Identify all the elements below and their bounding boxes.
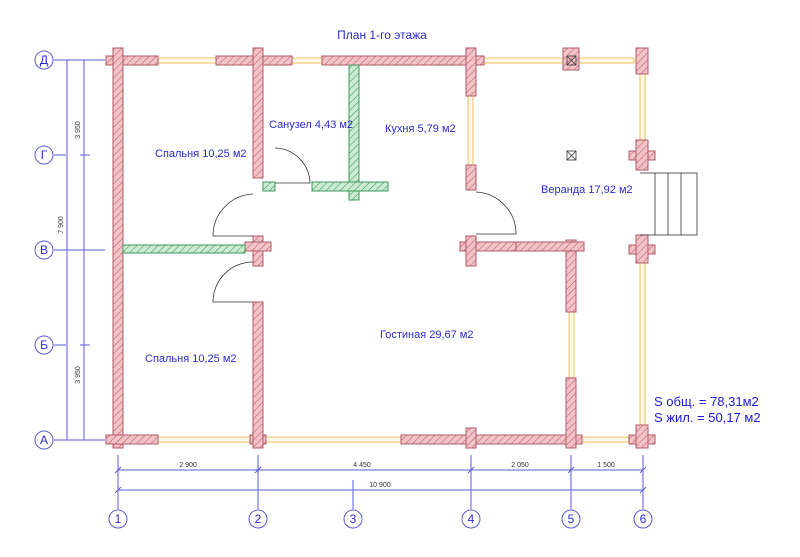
axis-bubble-col-2 (248, 509, 268, 529)
axis-bubble-row-b (34, 335, 54, 355)
wall-bedroom-divider-stub (244, 241, 272, 252)
door-bathroom (274, 147, 311, 184)
post-veranda-right-mid (635, 139, 649, 171)
veranda-stairs (640, 172, 698, 236)
door-bedroom-top (212, 193, 254, 237)
axis-bubble-col-3 (343, 509, 363, 529)
axis-label-row-a: А (40, 433, 48, 447)
plan-title: План 1-го этажа (337, 28, 427, 42)
window-living-right (568, 311, 575, 381)
wall-left (112, 47, 124, 449)
dim-vertical-total: 7 900 (58, 216, 65, 234)
area-living: S жил. = 50,17 м2 (654, 410, 761, 425)
post-markers (566, 55, 577, 161)
wall-living-right (565, 239, 577, 313)
axis-bubble-row-v (34, 240, 54, 260)
wall-col2-top (252, 47, 264, 179)
dim-horizontal-2: 4 450 (353, 462, 371, 469)
axis-bubble-col-1 (108, 509, 128, 529)
dimension-lines-horizontal (117, 455, 644, 500)
axis-bubble-row-d (34, 50, 54, 70)
room-label-bedroom-top: Спальня 10,25 м2 (155, 148, 247, 160)
wall-col4-top (465, 47, 477, 97)
axis-label-row-d: Д (40, 53, 48, 67)
partitions (122, 64, 389, 254)
axis-label-col-1: 1 (115, 512, 122, 526)
windows (157, 57, 646, 443)
door-living-kitchen (475, 191, 517, 235)
axis-label-col-5: 5 (568, 512, 575, 526)
wall-living-top-right (515, 241, 585, 252)
window-bottom-1 (157, 436, 251, 443)
axis-bubble-col-4 (461, 509, 481, 529)
wall-living-right-low (565, 377, 577, 449)
axis-bubble-col-6 (633, 509, 653, 529)
dim-vertical-top: 3 950 (75, 121, 82, 139)
axis-label-col-2: 2 (255, 512, 262, 526)
room-label-bathroom: Санузел 4,43 м2 (269, 119, 353, 131)
window-top-2 (291, 57, 323, 64)
axis-bubble-col-5 (561, 509, 581, 529)
axis-bubble-row-g (34, 145, 54, 165)
axis-label-row-v: В (40, 243, 48, 257)
axis-label-row-b: Б (40, 338, 48, 352)
axis-label-row-g: Г (41, 148, 48, 162)
dim-horizontal-total: 10 900 (369, 482, 391, 489)
post-top-right (562, 47, 580, 71)
doors (212, 147, 517, 303)
wall-col2-bottom (252, 301, 264, 449)
wall-top-right (321, 55, 485, 66)
partition-bathroom-right (348, 64, 360, 201)
dimension-lines-vertical (60, 59, 105, 441)
room-label-bedroom-bottom: Спальня 10,25 м2 (145, 353, 237, 365)
window-veranda-right-bottom (639, 259, 646, 433)
axis-label-col-3: 3 (350, 512, 357, 526)
row-axes (34, 50, 66, 450)
walls (105, 47, 656, 449)
post-veranda-b-vert (635, 234, 649, 264)
room-label-living: Гостиная 29,67 м2 (380, 329, 474, 341)
area-total: S общ. = 78,31м2 (654, 394, 759, 409)
post-bottom-right-vert (635, 424, 649, 449)
dim-horizontal-3: 2 050 (511, 462, 529, 469)
wall-col4-stub (465, 164, 477, 191)
wall-bottom-left (105, 434, 159, 445)
post-top-corner (635, 47, 649, 75)
door-bedroom-bottom (212, 261, 254, 303)
wall-top-left (105, 55, 159, 66)
axis-bubble-row-a (34, 430, 54, 450)
window-bottom-veranda (581, 436, 633, 443)
dim-horizontal-4: 1 500 (597, 462, 615, 469)
window-top-1 (157, 57, 217, 64)
axis-label-col-4: 4 (468, 512, 475, 526)
wall-living-top-stub (459, 241, 517, 252)
window-veranda-right-top (639, 69, 646, 151)
dimension-ticks (114, 466, 647, 494)
partition-bedroom-divider (122, 244, 246, 254)
axis-label-col-6: 6 (640, 512, 647, 526)
room-label-kitchen: Кухня 5,79 м2 (385, 123, 456, 135)
wall-col4-living (465, 235, 477, 267)
wall-bottom-right (400, 434, 583, 445)
wall-col4-bottom (465, 427, 477, 449)
window-bottom-2 (265, 436, 402, 443)
dim-vertical-bottom: 3 950 (75, 366, 82, 384)
dim-horizontal-1: 2 900 (179, 462, 197, 469)
room-label-veranda: Веранда 17,92 м2 (541, 184, 633, 196)
window-top-veranda (483, 57, 635, 64)
column-axes (108, 500, 653, 529)
partition-bathroom-bottom (311, 181, 389, 192)
partition-bathroom-left-stub (262, 181, 276, 192)
